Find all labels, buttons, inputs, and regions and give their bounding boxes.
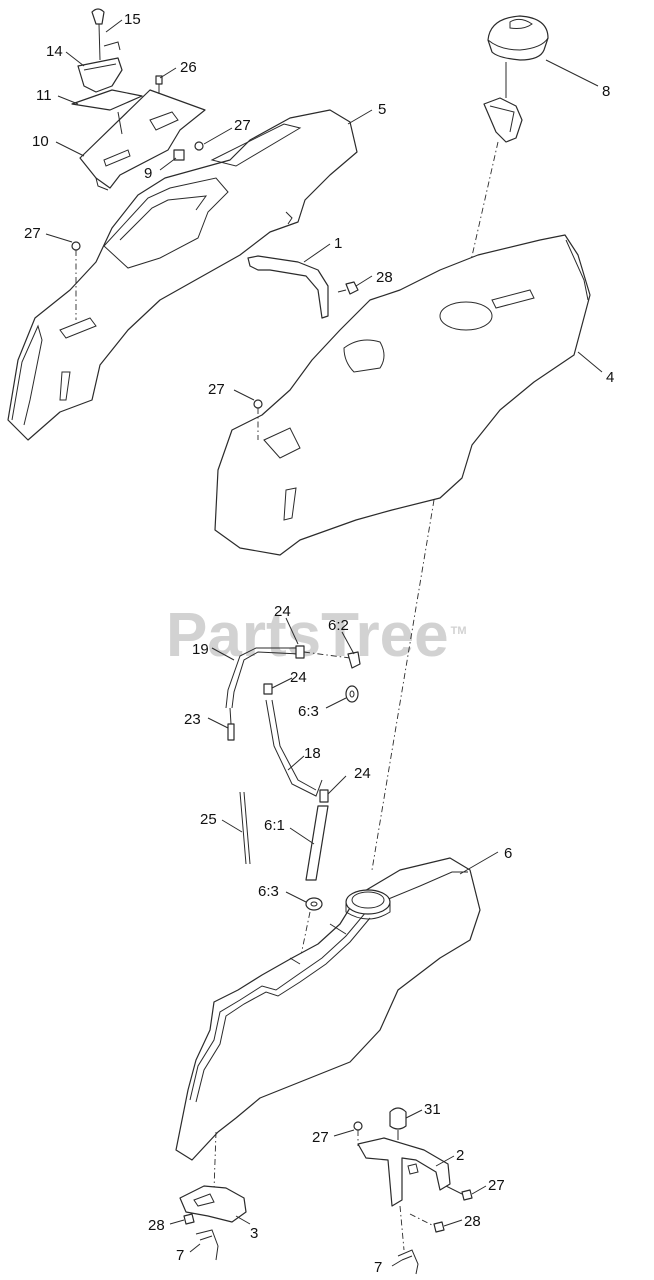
part-14-switch-housing (77, 57, 123, 93)
callout-27: 27 (208, 381, 225, 398)
callout-24: 24 (274, 603, 291, 620)
callout-3: 3 (250, 1225, 258, 1242)
part-10-switch-panel (79, 89, 206, 191)
callout-14: 14 (46, 43, 63, 60)
part-18-fuel-hose (265, 699, 323, 797)
part-28-bolt-front (183, 1213, 195, 1225)
callout-6-2: 6:2 (328, 617, 349, 634)
callout-6-3: 6:3 (298, 703, 319, 720)
part-24-clamp-top (295, 645, 305, 659)
callout-18: 18 (304, 745, 321, 762)
part-6-2-fitting (347, 651, 361, 669)
callout-27: 27 (24, 225, 41, 242)
part-31-bumper (389, 1107, 407, 1140)
callout-26: 26 (180, 59, 197, 76)
part-28-bolt-top (337, 281, 359, 295)
part-6-3-grommet-top (345, 685, 359, 703)
callout-24: 24 (354, 765, 371, 782)
leader-lines (45, 19, 603, 1267)
callout-10: 10 (32, 133, 49, 150)
watermark-text: PartsTree (166, 601, 449, 670)
part-1-bracket (247, 255, 329, 319)
callout-9: 9 (144, 165, 152, 182)
part-24-clamp-mid (263, 683, 273, 695)
part-6-1-pickup-tube (305, 805, 329, 881)
fill-neck-centerline (371, 499, 435, 871)
part-7-strap-right (397, 1249, 419, 1275)
callout-1: 1 (334, 235, 342, 252)
pickup-centerline (299, 911, 311, 961)
part-6-fuel-tank (175, 857, 481, 1161)
callout-5: 5 (378, 101, 386, 118)
part-27-screw-side (445, 1185, 473, 1201)
callout-27: 27 (234, 117, 251, 134)
part-27-screw-cover (253, 399, 263, 440)
callout-28: 28 (376, 269, 393, 286)
part-2-rear-bracket (357, 1137, 451, 1207)
watermark-trademark: TM (450, 625, 467, 638)
callout-6-3: 6:3 (258, 883, 279, 900)
part-9-clip (173, 149, 185, 161)
callout-27: 27 (312, 1129, 329, 1146)
part-25-cable-tie (239, 791, 251, 865)
callout-31: 31 (424, 1101, 441, 1118)
callout-27: 27 (488, 1177, 505, 1194)
callout-labels: 15 14 26 11 10 27 9 5 8 27 1 28 4 27 24 … (24, 11, 614, 1276)
part-24-clamp-low (319, 789, 329, 803)
part-8-fuel-cap (461, 15, 549, 301)
callout-19: 19 (192, 641, 209, 658)
callout-2: 2 (456, 1147, 464, 1164)
line-24-to-62 (303, 651, 351, 659)
bracket-2-centerline (399, 1205, 405, 1251)
callout-6: 6 (504, 845, 512, 862)
callout-7: 7 (176, 1247, 184, 1264)
callout-23: 23 (184, 711, 201, 728)
part-11-plate (71, 89, 143, 135)
callout-8: 8 (602, 83, 610, 100)
callout-15: 15 (124, 11, 141, 28)
part-3-front-bracket (179, 1185, 247, 1223)
part-15-key (91, 8, 121, 61)
part-5-console-panel (7, 109, 358, 441)
part-26-screw (155, 75, 163, 94)
part-27-screw-top (194, 141, 204, 151)
part-27-screw-left (71, 241, 81, 320)
part-23-fitting (227, 707, 235, 741)
part-19-fuel-line (225, 647, 301, 709)
callout-7: 7 (374, 1259, 382, 1276)
callout-11: 11 (36, 87, 52, 104)
part-6-3-grommet-low (305, 897, 323, 911)
callout-28: 28 (148, 1217, 165, 1234)
part-27-screw-bracket (353, 1121, 363, 1146)
callout-25: 25 (200, 811, 217, 828)
part-7-strap-left (195, 1229, 219, 1261)
callout-6-1: 6:1 (264, 817, 285, 834)
tank-bracket-centerline (213, 1131, 217, 1191)
callout-28: 28 (464, 1213, 481, 1230)
callout-24: 24 (290, 669, 307, 686)
part-28-bolt-side (409, 1213, 445, 1233)
part-4-tank-cover (214, 234, 591, 556)
callout-4: 4 (606, 369, 614, 386)
